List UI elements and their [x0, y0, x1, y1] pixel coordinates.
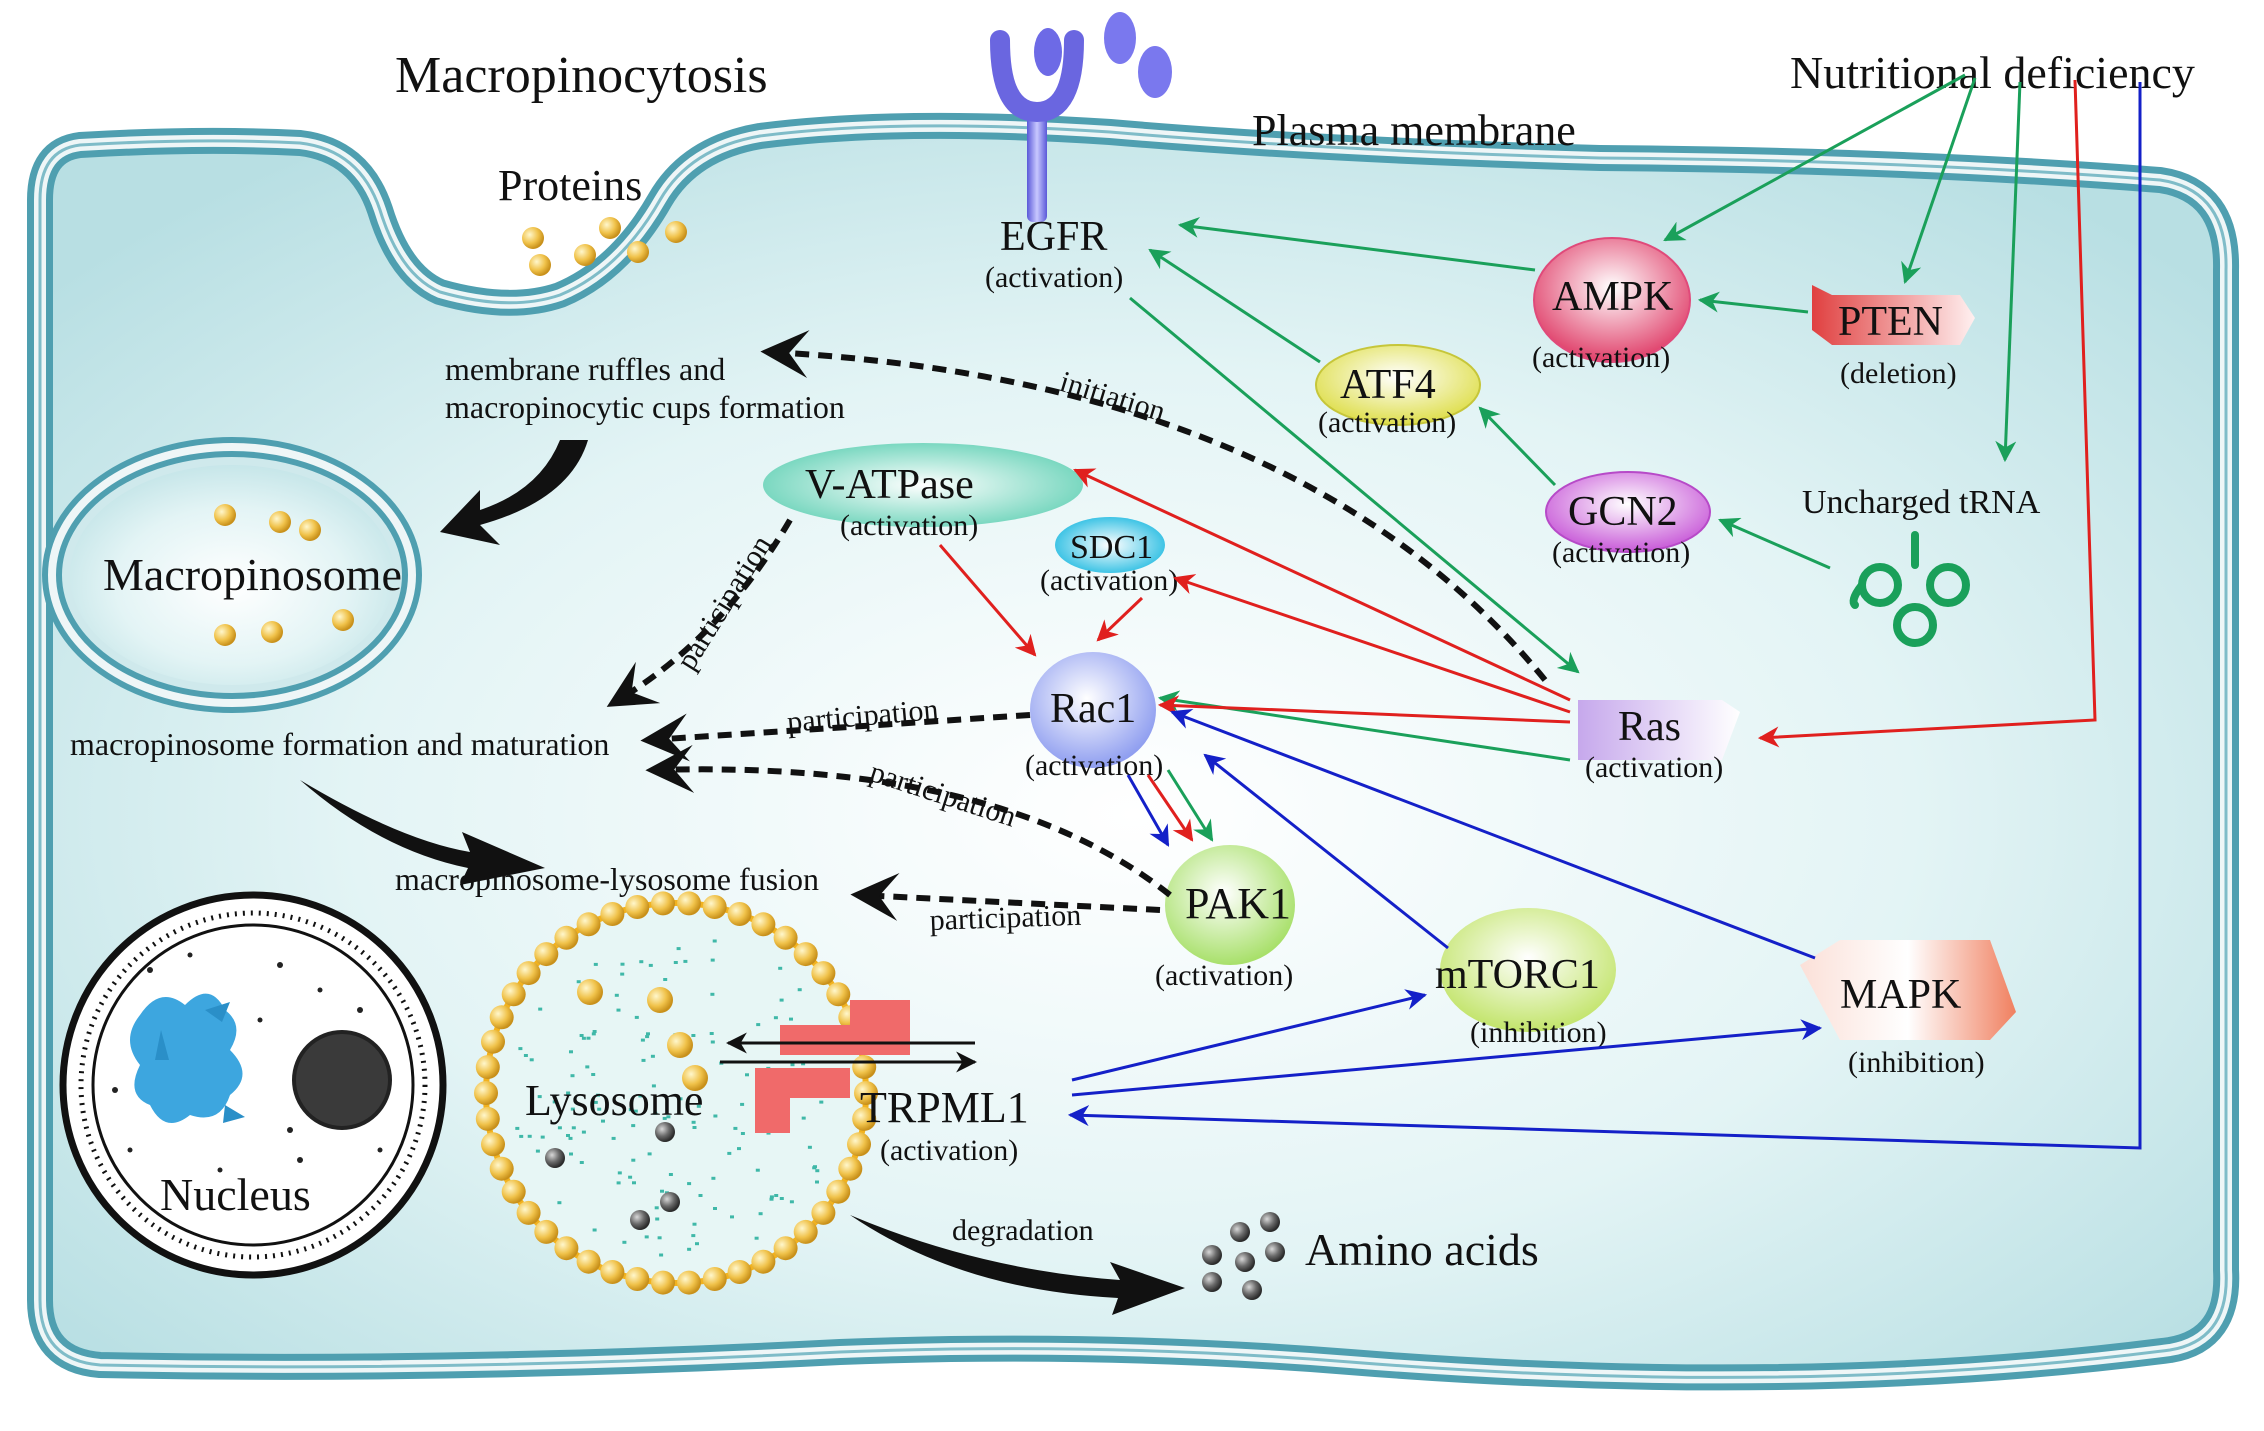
sdc1-state: (activation) [1040, 564, 1178, 597]
gcn2-label: GCN2 [1568, 489, 1678, 535]
pak1-node [1165, 845, 1295, 965]
macropinosome-formation-label: macropinosome formation and maturation [70, 726, 609, 762]
amino-acids-label: Amino acids [1305, 1224, 1539, 1275]
ruffles-to-macropinosome-arrow [440, 440, 588, 545]
degradation-label: degradation [952, 1214, 1094, 1247]
ras-label: Ras [1618, 704, 1681, 750]
pten-label: PTEN [1838, 299, 1943, 345]
atf4-state: (activation) [1318, 406, 1456, 439]
ampk-state: (activation) [1532, 341, 1670, 374]
lysosome-label: Lysosome [525, 1076, 703, 1125]
proteins-label: Proteins [498, 161, 642, 210]
pten-node [1812, 285, 1975, 345]
pak1-label: PAK1 [1185, 879, 1291, 928]
ampk-label: AMPK [1552, 274, 1673, 320]
mtorc1-label: mTORC1 [1435, 952, 1600, 998]
green-activation-arrows [1129, 73, 2022, 842]
chromatin-icon [130, 993, 245, 1123]
mtorc1-node [1440, 908, 1616, 1032]
egfr-label: EGFR [1000, 214, 1107, 260]
rac1-label: Rac1 [1050, 686, 1136, 732]
mapk-label: MAPK [1840, 972, 1961, 1018]
trpml1-channel-icon [755, 1000, 910, 1133]
plasma-membrane-label: Plasma membrane [1252, 106, 1576, 155]
gcn2-node [1545, 471, 1711, 553]
sdc1-label: SDC1 [1070, 529, 1153, 566]
macropinosome-label: Macropinosome [103, 549, 402, 600]
vatpase-label: V-ATPase [805, 462, 974, 508]
amino-acid-particles-icon [1202, 1212, 1285, 1300]
pak1-state: (activation) [1155, 959, 1293, 992]
mapk-node [1800, 940, 2016, 1040]
macropinosome [42, 437, 422, 713]
vatpase-node [763, 443, 1083, 527]
ras-state: (activation) [1585, 751, 1723, 784]
protein-particles-icon [522, 217, 687, 276]
rac1-node [1030, 652, 1156, 768]
vatpase-state: (activation) [840, 509, 978, 542]
ras-node [1578, 700, 1740, 760]
sdc1-node [1055, 517, 1165, 573]
membrane-ruffles-label-line1: membrane ruffles and [445, 351, 725, 387]
participation-pak1-lower-label: participation [929, 899, 1082, 937]
nucleus [59, 891, 447, 1279]
macropinosome-lysosome-fusion-label: macropinosome-lysosome fusion [395, 861, 819, 897]
blue-activation-arrows [1067, 82, 2142, 1150]
diagram-title: Macropinocytosis [395, 47, 768, 104]
trpml1-state: (activation) [880, 1134, 1018, 1167]
membrane-ruffles-label-line2: macropinocytic cups formation [445, 389, 845, 425]
mtorc1-state: (inhibition) [1470, 1016, 1607, 1049]
ampk-node [1533, 237, 1691, 363]
atf4-label: ATF4 [1340, 362, 1436, 408]
mapk-state: (inhibition) [1848, 1046, 1985, 1079]
egfr-state: (activation) [985, 261, 1123, 294]
nucleus-label: Nucleus [160, 1169, 311, 1220]
degradation-arrow [850, 1215, 1185, 1315]
egfr-receptor-icon [990, 12, 1172, 222]
atf4-node [1315, 344, 1481, 426]
uncharged-trna-label: Uncharged tRNA [1802, 484, 2041, 521]
red-activation-arrows [938, 79, 2097, 842]
trpml1-exchange-arrows [720, 1032, 978, 1073]
pten-state: (deletion) [1840, 357, 1957, 390]
trna-icon [1849, 531, 1970, 647]
black-dashed-arrows [606, 330, 1548, 921]
rac1-state: (activation) [1025, 749, 1163, 782]
formation-to-fusion-arrow [300, 780, 545, 885]
gcn2-state: (activation) [1552, 536, 1690, 569]
nutritional-deficiency-label: Nutritional deficiency [1790, 47, 2195, 98]
trpml1-label: TRPML1 [860, 1083, 1029, 1132]
